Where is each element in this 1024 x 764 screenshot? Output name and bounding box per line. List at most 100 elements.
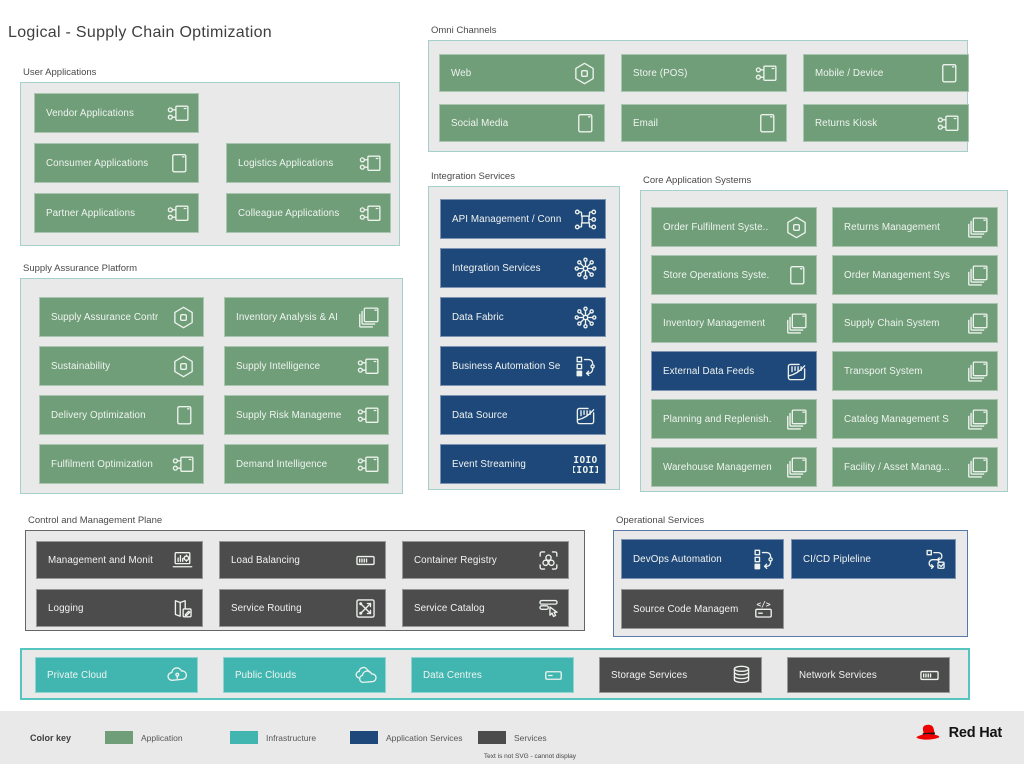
box-label: Logistics Applications <box>238 157 334 169</box>
box-devops-automation[interactable]: DevOps Automation <box>621 539 784 579</box>
box-web[interactable]: Web <box>439 54 605 92</box>
box-supply-intelligence[interactable]: Supply Intelligence <box>224 346 389 386</box>
box-fulfilment-optimization[interactable]: Fulfilment Optimization <box>39 444 204 484</box>
box-label: Supply Chain System <box>844 317 940 329</box>
group-supply-assurance-platform: Supply Assurance Platform Supply Assuran… <box>20 263 403 494</box>
data-fabric-icon <box>573 305 598 330</box>
multi-instance-icon <box>965 455 990 480</box>
box-label: Store (POS) <box>633 67 688 79</box>
box-label: Order Management Sys <box>844 269 951 281</box>
application-swatch <box>105 731 133 744</box>
box-supply-assurance-contr[interactable]: Supply Assurance Contr <box>39 297 204 337</box>
legend-item-infrastructure: Infrastructure <box>230 731 316 744</box>
group-infrastructure: Private Cloud Public Clouds Data Centres St… <box>20 648 970 700</box>
box-label: Order Fulfilment Syste.. <box>663 221 769 233</box>
legend-label: Application <box>141 732 183 743</box>
connected-app-icon <box>754 61 779 86</box>
box-label: Load Balancing <box>231 554 300 566</box>
group-body: Order Fulfilment Syste.. Returns Manageme… <box>641 191 1007 491</box>
box-data-source[interactable]: Data Source <box>440 395 606 435</box>
box-event-streaming[interactable]: Event Streaming IOIOIIOII <box>440 444 606 484</box>
multi-instance-icon <box>965 407 990 432</box>
box-label: Service Catalog <box>414 602 485 614</box>
group-control-and-management-plane: Control and Management Plane Management … <box>25 515 585 631</box>
box-logistics-applications[interactable]: Logistics Applications <box>226 143 391 183</box>
box-source-code-managem[interactable]: Source Code Managem</> <box>621 589 784 629</box>
box-load-balancing[interactable]: Load Balancing <box>219 541 386 579</box>
box-email[interactable]: Email <box>621 104 787 142</box>
box-business-automation-se[interactable]: Business Automation Se <box>440 346 606 386</box>
multi-instance-icon <box>965 359 990 384</box>
box-label: Mobile / Device <box>815 67 884 79</box>
box-public-clouds[interactable]: Public Clouds <box>223 657 386 693</box>
box-delivery-optimization[interactable]: Delivery Optimization <box>39 395 204 435</box>
box-store-pos[interactable]: Store (POS) <box>621 54 787 92</box>
box-social-media[interactable]: Social Media <box>439 104 605 142</box>
box-store-operations-syste[interactable]: Store Operations Syste. <box>651 255 817 295</box>
box-warehouse-managemen[interactable]: Warehouse Managemen <box>651 447 817 487</box>
renderer-note: Text is not SVG - cannot display <box>483 753 577 760</box>
box-storage-services[interactable]: Storage Services <box>599 657 762 693</box>
box-colleague-applications[interactable]: Colleague Applications <box>226 193 391 233</box>
box-data-centres[interactable]: Data Centres <box>411 657 574 693</box>
box-facility-asset-manag[interactable]: Facility / Asset Manag... <box>832 447 998 487</box>
cicd-pipeline-icon <box>923 547 948 572</box>
box-transport-system[interactable]: Transport System <box>832 351 998 391</box>
box-partner-applications[interactable]: Partner Applications <box>34 193 199 233</box>
automation-icon <box>751 547 776 572</box>
box-external-data-feeds[interactable]: External Data Feeds <box>651 351 817 391</box>
box-supply-risk-manageme[interactable]: Supply Risk Manageme <box>224 395 389 435</box>
box-order-management-sys[interactable]: Order Management Sys <box>832 255 998 295</box>
box-logging[interactable]: Logging <box>36 589 203 627</box>
box-service-catalog[interactable]: Service Catalog <box>402 589 569 627</box>
storage-icon <box>729 663 754 688</box>
box-catalog-management-s[interactable]: Catalog Management S <box>832 399 998 439</box>
integration-hub-icon <box>573 256 598 281</box>
box-management-and-monit[interactable]: Management and Monit <box>36 541 203 579</box>
multi-instance-icon <box>356 305 381 330</box>
service-catalog-icon <box>536 596 561 621</box>
box-api-management-conn[interactable]: API Management / Conn <box>440 199 606 239</box>
box-ci-cd-pipleline[interactable]: CI/CD Pipleline <box>791 539 956 579</box>
screen-icon <box>754 111 779 136</box>
connected-app-icon <box>171 452 196 477</box>
box-inventory-analysis-ai[interactable]: Inventory Analysis & AI <box>224 297 389 337</box>
service-routing-icon <box>353 596 378 621</box>
box-vendor-applications[interactable]: Vendor Applications <box>34 93 199 133</box>
box-planning-and-replenish[interactable]: Planning and Replenish. <box>651 399 817 439</box>
box-data-fabric[interactable]: Data Fabric <box>440 297 606 337</box>
connected-app-icon <box>358 151 383 176</box>
box-label: Data Fabric <box>452 311 504 323</box>
box-demand-intelligence[interactable]: Demand Intelligence <box>224 444 389 484</box>
box-label: Business Automation Se <box>452 360 561 372</box>
connected-app-icon <box>356 452 381 477</box>
box-label: Inventory Management <box>663 317 766 329</box>
multi-instance-icon <box>784 311 809 336</box>
box-integration-services[interactable]: Integration Services <box>440 248 606 288</box>
box-label: Private Cloud <box>47 669 108 681</box>
multi-instance-icon <box>965 311 990 336</box>
box-label: Sustainability <box>51 360 111 372</box>
box-order-fulfilment-syste[interactable]: Order Fulfilment Syste.. <box>651 207 817 247</box>
box-label: Event Streaming <box>452 458 526 470</box>
box-label: External Data Feeds <box>663 365 755 377</box>
box-container-registry[interactable]: Container Registry <box>402 541 569 579</box>
box-sustainability[interactable]: Sustainability <box>39 346 204 386</box>
box-returns-kiosk[interactable]: Returns Kiosk <box>803 104 969 142</box>
box-supply-chain-system[interactable]: Supply Chain System <box>832 303 998 343</box>
box-consumer-applications[interactable]: Consumer Applications <box>34 143 199 183</box>
box-mobile-device[interactable]: Mobile / Device <box>803 54 969 92</box>
box-inventory-management[interactable]: Inventory Management <box>651 303 817 343</box>
box-returns-management[interactable]: Returns Management <box>832 207 998 247</box>
box-label: Management and Monit <box>48 554 153 566</box>
legend-item-application: Application <box>105 731 183 744</box>
box-network-services[interactable]: Network Services <box>787 657 950 693</box>
box-private-cloud[interactable]: Private Cloud <box>35 657 198 693</box>
event-streaming-icon: IOIOIIOII <box>573 452 598 477</box>
box-label: Transport System <box>844 365 923 377</box>
box-label: Colleague Applications <box>238 207 340 219</box>
box-label: Email <box>633 117 658 129</box>
box-service-routing[interactable]: Service Routing <box>219 589 386 627</box>
